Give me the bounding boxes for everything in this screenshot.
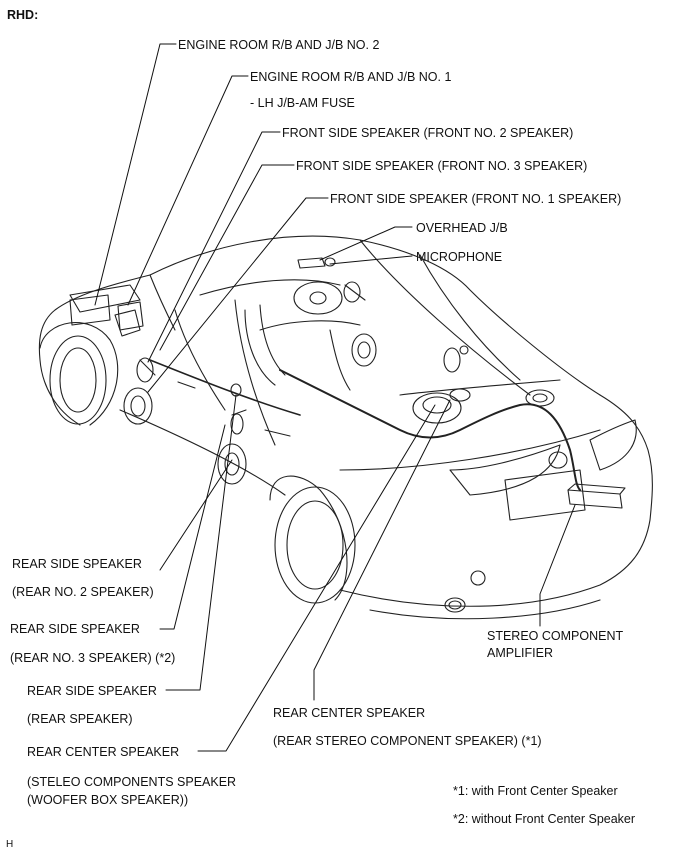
label-rear-center-speaker-b: REAR CENTER SPEAKER: [273, 706, 426, 720]
wire-harness: [149, 359, 301, 416]
front-no1-speaker-icon: [123, 387, 153, 425]
label-front-side-speaker-no3: FRONT SIDE SPEAKER (FRONT NO. 3 SPEAKER): [296, 159, 588, 173]
label-rear-side-speaker-a: REAR SIDE SPEAKER: [12, 557, 142, 571]
label-engine-room-rb-jb-no1: ENGINE ROOM R/B AND J/B NO. 1: [250, 70, 452, 84]
stereo-component-amplifier-icon: [567, 483, 626, 509]
note-with-front-center-speaker: *1: with Front Center Speaker: [453, 784, 618, 798]
rear-no3-speaker-icon: [230, 409, 247, 435]
label-front-side-speaker-no2: FRONT SIDE SPEAKER (FRONT NO. 2 SPEAKER): [282, 126, 574, 140]
region-tag: RHD:: [7, 8, 39, 22]
figure-code: H: [6, 839, 14, 850]
overhead-jb-icon: [297, 257, 326, 269]
label-woofer-box-speaker: (WOOFER BOX SPEAKER)): [27, 793, 189, 807]
label-microphone: MICROPHONE: [416, 250, 503, 264]
engine-room-rb-jb-icon: [69, 294, 144, 331]
rear-center-speaker-icon: [412, 388, 471, 424]
front-no2-speaker-icon: [136, 357, 156, 383]
label-front-side-speaker-no1: FRONT SIDE SPEAKER (FRONT NO. 1 SPEAKER): [330, 192, 622, 206]
label-rear-no3-speaker: (REAR NO. 3 SPEAKER) (*2): [10, 651, 176, 665]
label-rear-side-speaker-b: REAR SIDE SPEAKER: [10, 622, 140, 636]
label-rear-stereo-component-speaker: (REAR STEREO COMPONENT SPEAKER) (*1): [273, 734, 542, 748]
label-rear-side-speaker-c: REAR SIDE SPEAKER: [27, 684, 157, 698]
label-lh-jb-am-fuse: - LH J/B-AM FUSE: [250, 96, 355, 110]
label-engine-room-rb-jb-no2: ENGINE ROOM R/B AND J/B NO. 2: [178, 38, 380, 52]
front-no3-speaker-icon: [351, 333, 377, 367]
microphone-icon: [324, 257, 336, 267]
label-amplifier: AMPLIFIER: [487, 646, 553, 660]
label-rear-no2-speaker: (REAR NO. 2 SPEAKER): [12, 585, 154, 599]
dash-speaker-icon: [343, 281, 366, 303]
rear-no2-speaker-icon: [217, 443, 247, 485]
label-rear-speaker: (REAR SPEAKER): [27, 712, 133, 726]
wire-harness: [279, 369, 581, 491]
label-overhead-jb: OVERHEAD J/B: [416, 221, 508, 235]
side-trim-speaker-icon: [443, 345, 469, 373]
note-without-front-center-speaker: *2: without Front Center Speaker: [453, 812, 636, 826]
leader-lines: [94, 43, 576, 752]
label-steleo-components-speaker: (STELEO COMPONENTS SPEAKER: [27, 775, 237, 789]
label-rear-center-speaker-a: REAR CENTER SPEAKER: [27, 745, 180, 759]
label-stereo-component: STEREO COMPONENT: [487, 629, 624, 643]
